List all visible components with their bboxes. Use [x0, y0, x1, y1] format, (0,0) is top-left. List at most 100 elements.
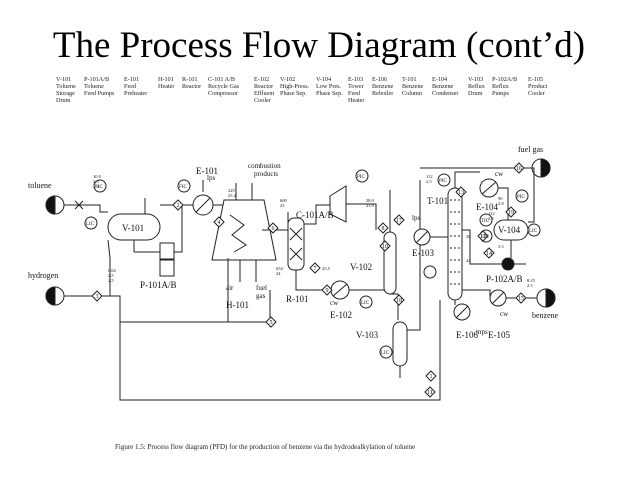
legend-desc: Toluene — [84, 83, 104, 90]
stream-number: 19 — [508, 210, 514, 216]
condition-flag: 25 — [280, 203, 285, 208]
stream-number: 9 — [326, 288, 329, 294]
legend-desc: Condenser — [432, 90, 459, 97]
legend-item: T-101 Benzene Column — [402, 76, 423, 97]
legend-tag: E-103 — [348, 76, 364, 83]
stream-number: 15 — [518, 296, 524, 302]
legend-item: E-104 Benzene Condenser — [432, 76, 458, 97]
condition-flag: 23.9 — [366, 203, 375, 208]
lic-controller — [379, 345, 393, 359]
p101-pump-a — [159, 242, 175, 260]
condition-flag: 600 — [280, 198, 288, 203]
lic-controller — [527, 223, 541, 237]
pic-controller — [437, 173, 451, 187]
heater-gas-label: gas — [256, 292, 266, 300]
condition-flag: 2.5 — [527, 283, 533, 288]
e102-label: E-102 — [330, 310, 352, 320]
legend-desc: Heater — [348, 97, 365, 104]
v104-label: V-104 — [498, 225, 521, 235]
c101-compressor — [329, 185, 347, 223]
fic-tag: FIC — [179, 185, 187, 190]
legend-desc: Phase Sep. — [280, 90, 307, 97]
stream-number: 16 — [516, 166, 522, 172]
legend-item: P-102A/B Reflux Pumps — [492, 76, 517, 97]
legend-tag: C-101 A/B — [208, 76, 235, 83]
legend-item: E-106 Benzene Reboiler — [372, 76, 393, 97]
stream-number: 13 — [458, 190, 464, 196]
recycle-line-11 — [119, 300, 441, 401]
t101-label: T-101 — [427, 196, 448, 206]
e106-label: E-106 — [456, 330, 478, 340]
cw-label: cw — [500, 310, 509, 318]
legend-desc: Benzene — [402, 83, 424, 90]
condition-flag: 2.5 — [108, 278, 114, 283]
stream-number: 11 — [427, 390, 433, 396]
stream-number: 12 — [480, 234, 486, 240]
legend-desc: Benzene — [372, 83, 394, 90]
stream-markers — [91, 162, 527, 398]
legend-item: R-101 Reactor — [182, 76, 201, 90]
legend-desc: Feed — [124, 83, 137, 90]
p102-label: P-102A/B — [486, 274, 523, 284]
condition-flag: 26 — [466, 234, 471, 239]
legend-desc: Drum — [56, 97, 71, 104]
tic-controller — [479, 213, 493, 227]
fic-controller — [93, 179, 107, 193]
legend-desc: Cooler — [528, 90, 545, 97]
legend-tag: P-101A/B — [84, 76, 110, 83]
e101-label: E-101 — [196, 166, 218, 176]
legend-desc: Feed — [348, 90, 361, 97]
c101-label: C-101A/B — [296, 210, 334, 220]
legend-item: V-102 High-Press. Phase Sep. — [280, 76, 309, 97]
legend-desc: Low Pres. — [316, 83, 342, 90]
lic-tag: LIC — [361, 301, 370, 306]
r101-label: R-101 — [286, 294, 309, 304]
lic-controller — [84, 216, 98, 230]
condition-flag: 25.5 — [322, 266, 331, 271]
cw-label: cw — [330, 299, 339, 307]
condition-flag: 8.25 — [527, 278, 536, 283]
legend-item: V-101 Toluene Storage Drum — [56, 76, 76, 104]
stream-number: 10 — [382, 244, 388, 250]
legend-tag: E-106 — [372, 76, 388, 83]
legend-desc: Toluene — [56, 83, 76, 90]
p101-pump-b — [159, 259, 175, 277]
v103-label: V-103 — [356, 330, 379, 340]
stream-number: 6 — [272, 226, 275, 232]
condition-flag: 3.3 — [498, 244, 504, 249]
legend-desc: Storage — [56, 90, 75, 97]
stream-number: 2 — [177, 203, 180, 209]
p101-label: P-101A/B — [140, 280, 177, 290]
legend-desc: Product — [528, 83, 548, 90]
benzene-outlet — [536, 288, 556, 308]
v101-label: V-101 — [122, 223, 144, 233]
legend-desc: Reflux — [468, 83, 485, 90]
air-label: air — [226, 284, 234, 292]
combustion-label: combustion — [248, 162, 281, 170]
condition-flag: 25.2 — [228, 193, 236, 198]
fuel-gas-outlet — [531, 158, 551, 178]
legend-desc: Feed Pumps — [84, 90, 115, 97]
toluene-feed-source — [45, 195, 65, 215]
legend-tag: E-102 — [254, 76, 270, 83]
condition-flag: 225 — [228, 188, 236, 193]
legend-desc: Effluent — [254, 90, 275, 97]
products-label: products — [254, 170, 278, 178]
legend-item: V-103 Reflux Drum — [468, 76, 485, 97]
stream-number: 18 — [396, 298, 402, 304]
legend-item: V-104 Low Pres. Phase Sep. — [316, 76, 343, 97]
condition-flag: 112 — [426, 174, 433, 179]
legend-item: E-103 Tower Feed Heater — [348, 76, 365, 104]
fuel-gas-label: fuel gas — [518, 145, 543, 154]
legend-desc: Reactor — [182, 83, 202, 90]
lic-controller — [359, 295, 373, 309]
stream-number: 4 — [218, 220, 221, 226]
pic-tag: PIC — [439, 179, 447, 184]
legend-tag: H-101 — [158, 76, 174, 83]
toluene-valve — [74, 200, 84, 210]
legend-item: E-105 Product Cooler — [528, 76, 547, 97]
condition-flag: 112 — [488, 211, 495, 216]
condition-flag: 2.5 — [108, 273, 114, 278]
legend-desc: Recycle Gas — [208, 83, 240, 90]
